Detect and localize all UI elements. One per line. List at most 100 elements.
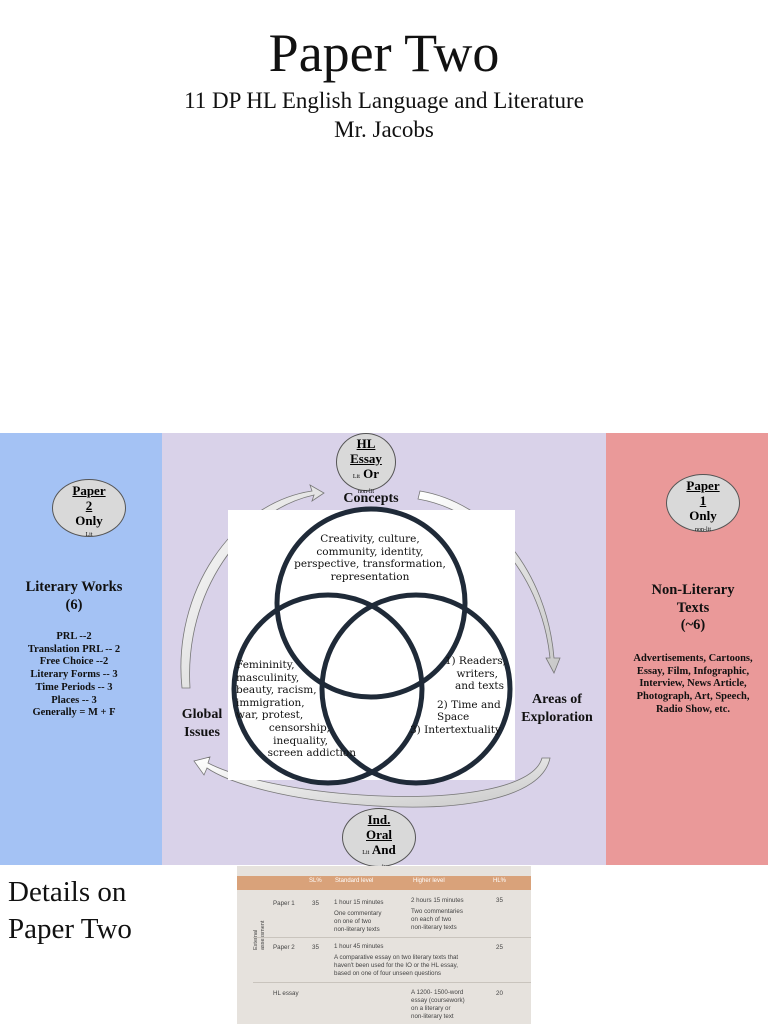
paper-two-oval: Paper 2 Only Lit (52, 479, 126, 538)
list-item: Literary Forms -- 3 (30, 669, 118, 681)
venn-background (228, 510, 515, 780)
details-heading-line-1: Details on (8, 876, 127, 908)
cell-line: based on one of four unseen questions (334, 970, 441, 977)
cell-line: essay (coursework) (411, 997, 465, 1004)
list-item: Free Choice --2 (39, 656, 109, 668)
table-cell: 35 (496, 897, 503, 904)
venn-line: beauty, racism, (236, 684, 317, 697)
global-issues-label: Global Issues (170, 706, 234, 742)
list-item: Photograph, Art, Speech, (636, 691, 750, 703)
oval-line1: HL (356, 436, 376, 451)
cell-line: 1 hour 15 minutes (334, 899, 384, 906)
venn-line: and texts (454, 680, 504, 693)
oval-small-label: Lit (362, 850, 370, 856)
table-rule (253, 937, 531, 938)
oval-connector: And (371, 842, 396, 857)
non-literary-heading: Non-Literary Texts (~6) (618, 582, 768, 635)
list-item: Essay, Film, Infographic, (636, 665, 750, 677)
assessment-table-photo: SL% Standard level Higher level HL% Exte… (237, 866, 531, 1024)
table-header-cell: SL% (309, 878, 322, 884)
venn-line: Creativity, culture, (320, 533, 420, 545)
table-cell: 35 (312, 944, 319, 951)
table-cell: 1 hour 15 minutes One commentary on one … (334, 899, 384, 934)
oval-line2: Essay (350, 451, 382, 466)
literary-works-title: Literary Works (25, 579, 123, 595)
venn-line: censorship, (268, 721, 330, 734)
oval-paper-label: Paper (72, 483, 106, 498)
oval-connector: Or (363, 466, 380, 481)
table-header-cell: HL% (493, 878, 507, 884)
literary-works-count: (6) (65, 597, 83, 613)
hl-essay-oval: HL Essay Lit Or non-lit (336, 433, 396, 495)
venn-line: 2) Time and (437, 698, 501, 711)
non-literary-list: Advertisements, Cartoons, Essay, Film, I… (618, 653, 768, 717)
table-cell: 35 (312, 900, 319, 907)
list-item: Generally = M + F (32, 707, 116, 719)
details-heading-line-2: Paper Two (8, 913, 132, 945)
literary-works-heading: Literary Works (6) (0, 578, 148, 614)
details-heading: Details on Paper Two (8, 874, 132, 948)
table-cell: A 1200- 1500-word essay (coursework) on … (411, 989, 465, 1021)
venn-line: Space (437, 711, 470, 724)
table-cell: 2 hours 15 minutes Two commentaries on e… (411, 897, 464, 932)
areas-text: 1) Readers, writers, and texts 2) Time a… (404, 655, 514, 737)
cell-line: non-literary texts (334, 926, 380, 933)
oval-paper-label: Paper (686, 478, 720, 493)
venn-line: community, identity, (316, 545, 424, 558)
teacher-name: Mr. Jacobs (334, 117, 434, 142)
list-item: Time Periods -- 3 (35, 681, 113, 693)
oval-paper-number: 2 (85, 498, 93, 513)
oval-paper-number: 1 (699, 493, 707, 508)
non-literary-title-2: Texts (676, 599, 710, 616)
list-item: Places -- 3 (51, 694, 97, 706)
table-rule (253, 982, 531, 983)
areas-label: Areas of Exploration (512, 691, 602, 727)
table-cell: 20 (496, 990, 503, 997)
venn-line: 1) Readers, (444, 655, 506, 667)
venn-diagram (180, 484, 561, 808)
oval-small-label: non-lit (695, 527, 711, 533)
oval-line2: Oral (366, 827, 392, 842)
side-label-line: External (253, 929, 259, 950)
global-issues-text: Femininity, masculinity, beauty, racism,… (236, 659, 356, 760)
concepts-label: Concepts (343, 491, 399, 506)
venn-line: inequality, (273, 734, 328, 747)
venn-line: Femininity, (236, 659, 295, 671)
cell-line: on a literary or (411, 1005, 451, 1012)
oval-small-label: Lit (352, 474, 360, 480)
cell-line: non-literary texts (411, 924, 457, 931)
literary-works-list: PRL --2 Translation PRL -- 2 Free Choice… (0, 631, 148, 720)
cell-line: haven't been used for the IO or the HL e… (334, 962, 458, 969)
oval-only-label: Only (689, 508, 717, 523)
individual-oral-oval: Ind. Oral Lit And non-lit (342, 808, 416, 871)
list-item: Interview, News Article, (639, 678, 747, 690)
arrow-areas-to-global (193, 756, 551, 808)
venn-circle-concepts (274, 506, 468, 700)
cell-line: 1 hour 45 minutes (334, 943, 384, 950)
list-item: Translation PRL -- 2 (27, 643, 121, 655)
page-subtitle: 11 DP HL English Language and Literature (184, 88, 584, 113)
cell-line: on each of two (411, 916, 452, 923)
global-issues-label-2: Issues (184, 725, 220, 740)
page-title: Paper Two (268, 23, 500, 83)
venn-line: 3) Intertextuality (410, 723, 501, 736)
venn-line: writers, (456, 667, 498, 680)
cell-line: A 1200- 1500-word (411, 989, 464, 996)
cell-line: Two commentaries (411, 908, 463, 915)
oval-line1: Ind. (367, 812, 391, 827)
oval-small-label: Lit (85, 532, 93, 538)
areas-label-2: Exploration (521, 710, 593, 725)
list-item: Advertisements, Cartoons, (633, 653, 753, 664)
table-cell: 25 (496, 944, 503, 951)
table-cell: HL essay (273, 990, 299, 997)
areas-label-1: Areas of (532, 692, 582, 707)
cell-line: A comparative essay on two literary text… (334, 954, 459, 961)
cell-line: non-literary text (411, 1013, 454, 1020)
table-cell: Paper 1 (273, 900, 295, 907)
global-issues-label-1: Global (181, 707, 223, 722)
venn-line: war, protest, (236, 709, 304, 722)
concepts-text: Creativity, culture, community, identity… (290, 533, 450, 583)
non-literary-title-1: Non-Literary (651, 582, 735, 598)
paper-one-oval: Paper 1 Only non-lit (666, 474, 740, 533)
table-cell: 1 hour 45 minutes A comparative essay on… (334, 943, 458, 978)
